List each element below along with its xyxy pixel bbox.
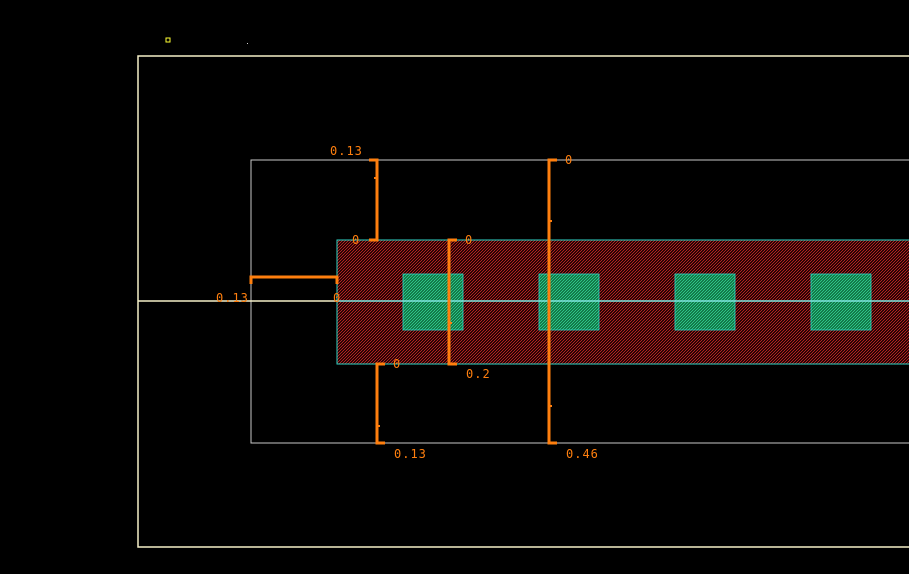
label-top-enclosure: 0.13 xyxy=(330,144,363,158)
label-diffusion-width: 0.2 xyxy=(466,367,491,381)
contact-1 xyxy=(402,273,464,331)
label-zero-top-c: 0 xyxy=(565,153,573,167)
dimension-ticks xyxy=(270,177,552,427)
marker-square xyxy=(165,37,171,43)
label-outer-width: 0.46 xyxy=(566,447,599,461)
dim-diffusion-width xyxy=(447,238,457,366)
dim-bottom-enclosure xyxy=(375,362,385,445)
label-bottom-enclosure: 0.13 xyxy=(394,447,427,461)
marker-dot xyxy=(247,43,248,44)
label-zero-top-a: 0 xyxy=(352,233,360,247)
dim-outer-width xyxy=(547,158,557,445)
label-left-enclosure: 0.13 xyxy=(216,291,249,305)
label-zero-mid: 0 xyxy=(333,291,341,305)
contact-4 xyxy=(810,273,872,331)
contact-3 xyxy=(674,273,736,331)
label-zero-bottom: 0 xyxy=(393,357,401,371)
dimension-labels: 0.13 0.13 0.13 0.2 0.46 0 0 0 0 0 xyxy=(216,144,599,461)
dimension-brackets xyxy=(249,158,557,445)
dim-top-enclosure xyxy=(369,158,379,242)
dim-left-enclosure xyxy=(249,275,339,284)
label-zero-top-b: 0 xyxy=(465,233,473,247)
